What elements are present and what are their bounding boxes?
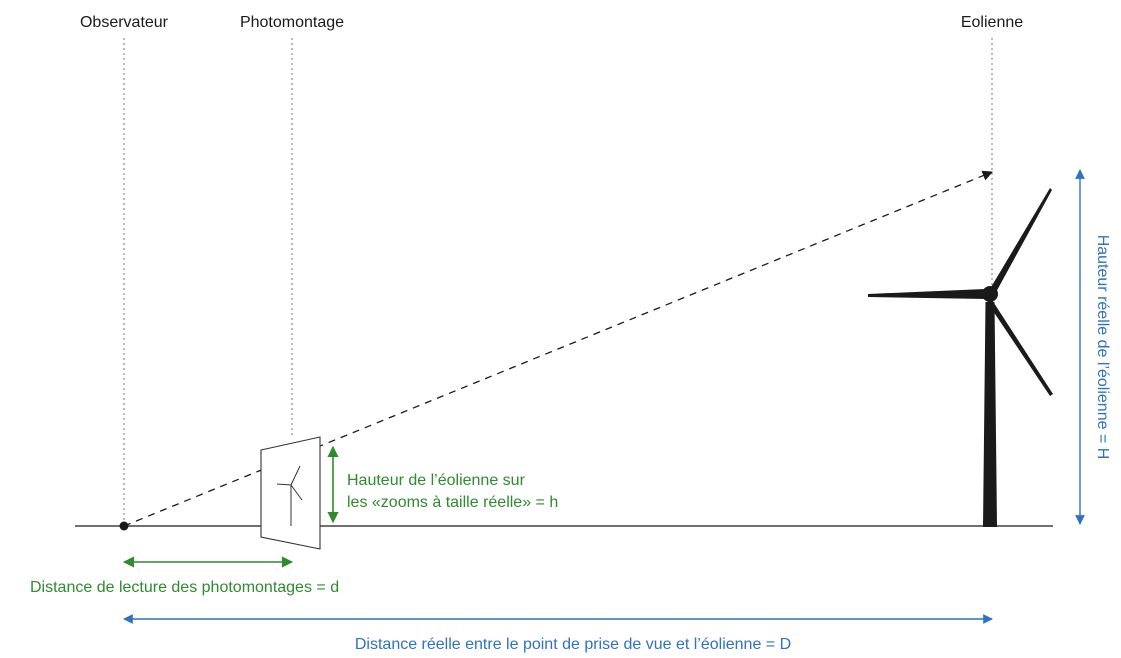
wind-turbine-icon: [868, 188, 1053, 527]
photomontage-panel: [260, 436, 321, 550]
d-label: Distance de lecture des photomontages = …: [30, 579, 339, 596]
sight-line-arrow: [123, 170, 993, 527]
h-label-line2: les «zooms à taille réelle» = h: [347, 494, 558, 511]
D-label: Distance réelle entre le point de prise …: [355, 636, 791, 653]
photomontage-label: Photomontage: [240, 14, 344, 31]
turbine-label: Eolienne: [961, 14, 1023, 31]
small-turbine-icon: [276, 465, 303, 526]
H-label: Hauteur réelle de l’éolienne = H: [1094, 235, 1111, 460]
observer-point: [119, 521, 129, 531]
h-label-line1: Hauteur de l’éolienne sur: [347, 472, 526, 489]
observer-label: Observateur: [80, 14, 169, 31]
